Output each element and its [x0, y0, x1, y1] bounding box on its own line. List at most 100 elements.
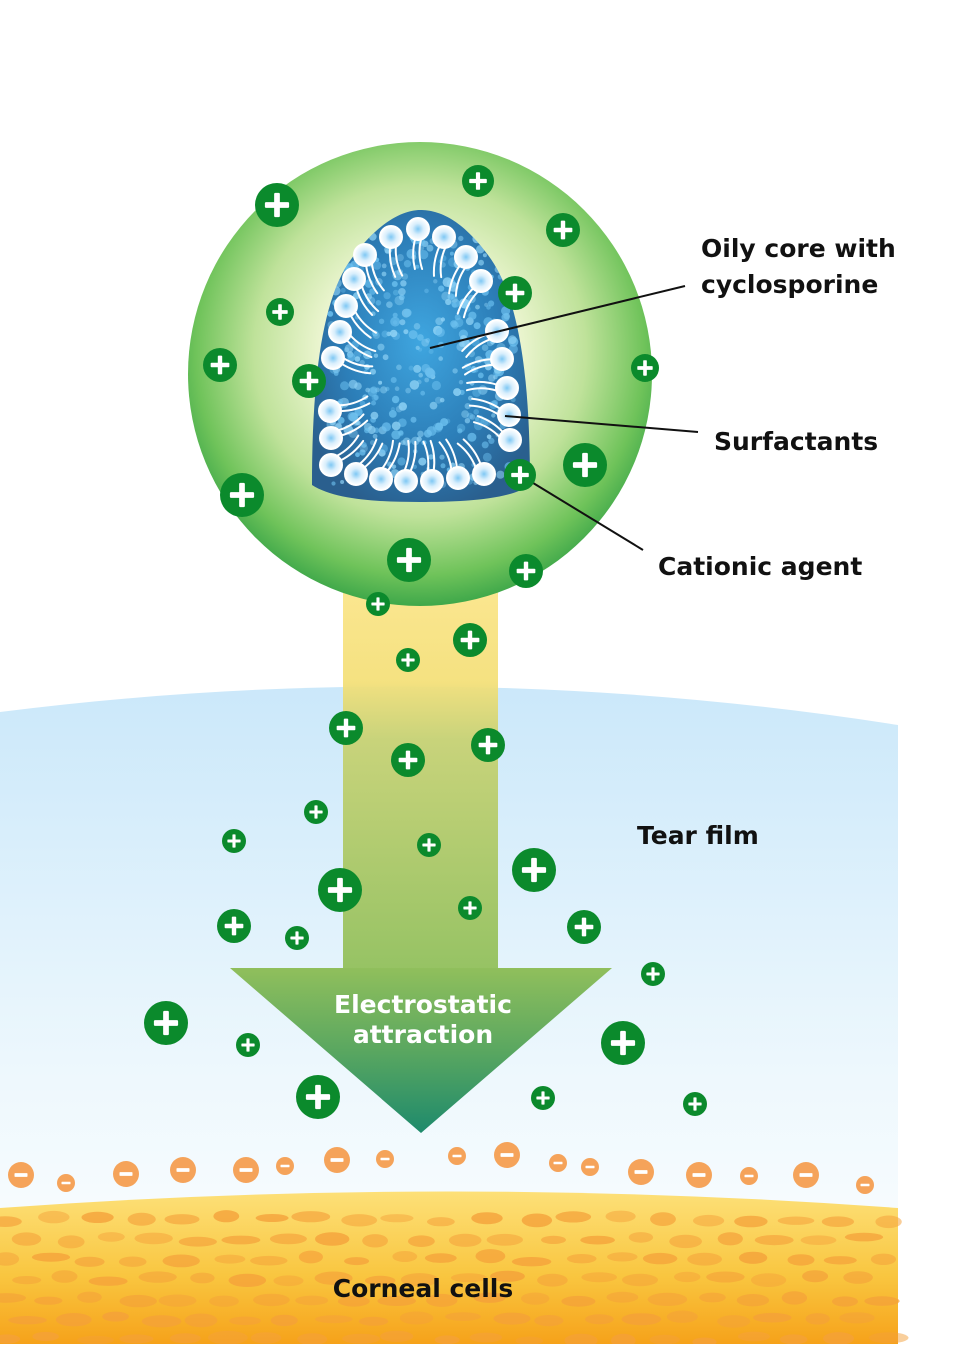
corneal-cell	[380, 1330, 414, 1342]
cyclosporine-dot	[464, 418, 471, 424]
cyclosporine-dot	[409, 380, 420, 390]
corneal-cell	[162, 1254, 200, 1268]
corneal-cell	[270, 1314, 298, 1327]
corneal-cell	[802, 1270, 829, 1283]
corneal-cell	[57, 1235, 85, 1249]
cyclosporine-dot	[383, 292, 391, 300]
cyclosporine-dot	[491, 413, 496, 418]
cyclosporine-dot	[381, 271, 387, 277]
corneal-cell	[0, 1293, 26, 1303]
cyclosporine-dot	[451, 321, 459, 329]
corneal-cell	[55, 1313, 92, 1327]
plus-charge-icon	[304, 800, 328, 824]
corneal-cell	[0, 1216, 22, 1227]
corneal-cell	[250, 1332, 282, 1344]
cyclosporine-dot	[507, 335, 517, 345]
cyclosporine-dot	[486, 434, 492, 440]
cyclosporine-dot	[423, 429, 432, 438]
corneal-cell	[737, 1331, 770, 1342]
corneal-cell	[434, 1335, 460, 1345]
cyclosporine-dot	[445, 298, 452, 306]
corneal-cell	[102, 1311, 129, 1322]
plus-charge-icon	[217, 909, 251, 943]
cyclosporine-dot	[375, 300, 382, 306]
corneal-cell	[832, 1296, 858, 1307]
plus-charge-icon	[236, 1033, 260, 1057]
cyclosporine-dot	[389, 329, 398, 338]
cyclosporine-dot	[391, 281, 398, 287]
cyclosporine-dot	[359, 449, 366, 456]
cyclosporine-dot	[473, 409, 480, 415]
minus-charge-icon	[233, 1157, 259, 1183]
corneal-cell	[493, 1312, 531, 1325]
cyclosporine-dot	[477, 372, 484, 379]
cyclosporine-dot	[451, 298, 460, 308]
corneal-cell	[209, 1295, 239, 1307]
corneal-cell	[787, 1254, 815, 1266]
cyclosporine-dot	[468, 311, 477, 320]
corneal-cell	[555, 1211, 592, 1223]
cyclosporine-dot	[452, 368, 458, 374]
surfactant	[473, 415, 522, 452]
cyclosporine-dot	[439, 454, 445, 460]
surfactant	[465, 376, 519, 400]
corneal-cell	[706, 1271, 745, 1283]
cyclosporine-dot	[420, 390, 426, 396]
corneal-cell	[805, 1313, 830, 1325]
corneal-cell	[77, 1335, 114, 1345]
surfactant	[344, 438, 384, 486]
cyclosporine-dot	[440, 418, 449, 427]
cyclosporine-dot	[454, 314, 461, 321]
corneal-cell	[34, 1296, 63, 1305]
cyclosporine-dot	[378, 449, 386, 457]
corneal-cell	[315, 1232, 350, 1246]
cyclosporine-dot	[461, 410, 469, 418]
cyclosporine-dot	[396, 364, 402, 371]
cyclosporine-dot	[475, 416, 480, 421]
cyclosporine-dot	[413, 323, 421, 330]
plus-charge-icon	[498, 276, 532, 310]
corneal-cell	[38, 1210, 70, 1224]
cyclosporine-dot	[378, 380, 383, 385]
cyclosporine-dot	[440, 317, 445, 322]
corneal-cell	[445, 1312, 481, 1321]
cyclosporine-dot	[457, 428, 463, 434]
minus-charge-icon	[8, 1162, 34, 1188]
corneal-cell	[208, 1330, 248, 1345]
surfactant	[438, 438, 470, 490]
cyclosporine-dot	[340, 381, 349, 391]
cyclosporine-dot	[399, 319, 406, 326]
corneal-cell	[77, 1291, 102, 1303]
label-oily-core-line2: cyclosporine	[701, 270, 878, 299]
corneal-cell	[490, 1270, 525, 1282]
cyclosporine-dot	[355, 452, 360, 458]
corneal-cell	[515, 1336, 543, 1345]
cyclosporine-dot	[333, 371, 339, 376]
corneal-cell	[295, 1295, 329, 1306]
cyclosporine-dot	[401, 273, 409, 280]
corneal-cell	[699, 1292, 726, 1303]
surfactant	[321, 346, 374, 375]
surfactant	[461, 347, 514, 376]
corneal-cell	[605, 1210, 636, 1223]
corneal-cell	[777, 1216, 815, 1225]
surfactant	[328, 320, 377, 359]
cyclosporine-dot	[394, 386, 400, 392]
cyclosporine-dot	[348, 379, 358, 389]
plus-charge-icon	[567, 910, 601, 944]
corneal-cell	[297, 1333, 328, 1346]
corneal-cell	[291, 1211, 331, 1223]
corneal-cell	[31, 1252, 71, 1262]
cyclosporine-dot	[488, 437, 495, 444]
cyclosporine-dot	[370, 386, 378, 394]
cyclosporine-dot	[415, 264, 420, 269]
cyclosporine-dot	[373, 394, 379, 401]
minus-charge-icon	[740, 1167, 758, 1185]
corneal-cell	[511, 1257, 552, 1267]
plus-charge-icon	[462, 165, 494, 197]
cyclosporine-dot	[371, 394, 378, 401]
cyclosporine-dot	[428, 454, 434, 460]
cyclosporine-dot	[403, 260, 412, 268]
cyclosporine-dot	[464, 403, 471, 410]
